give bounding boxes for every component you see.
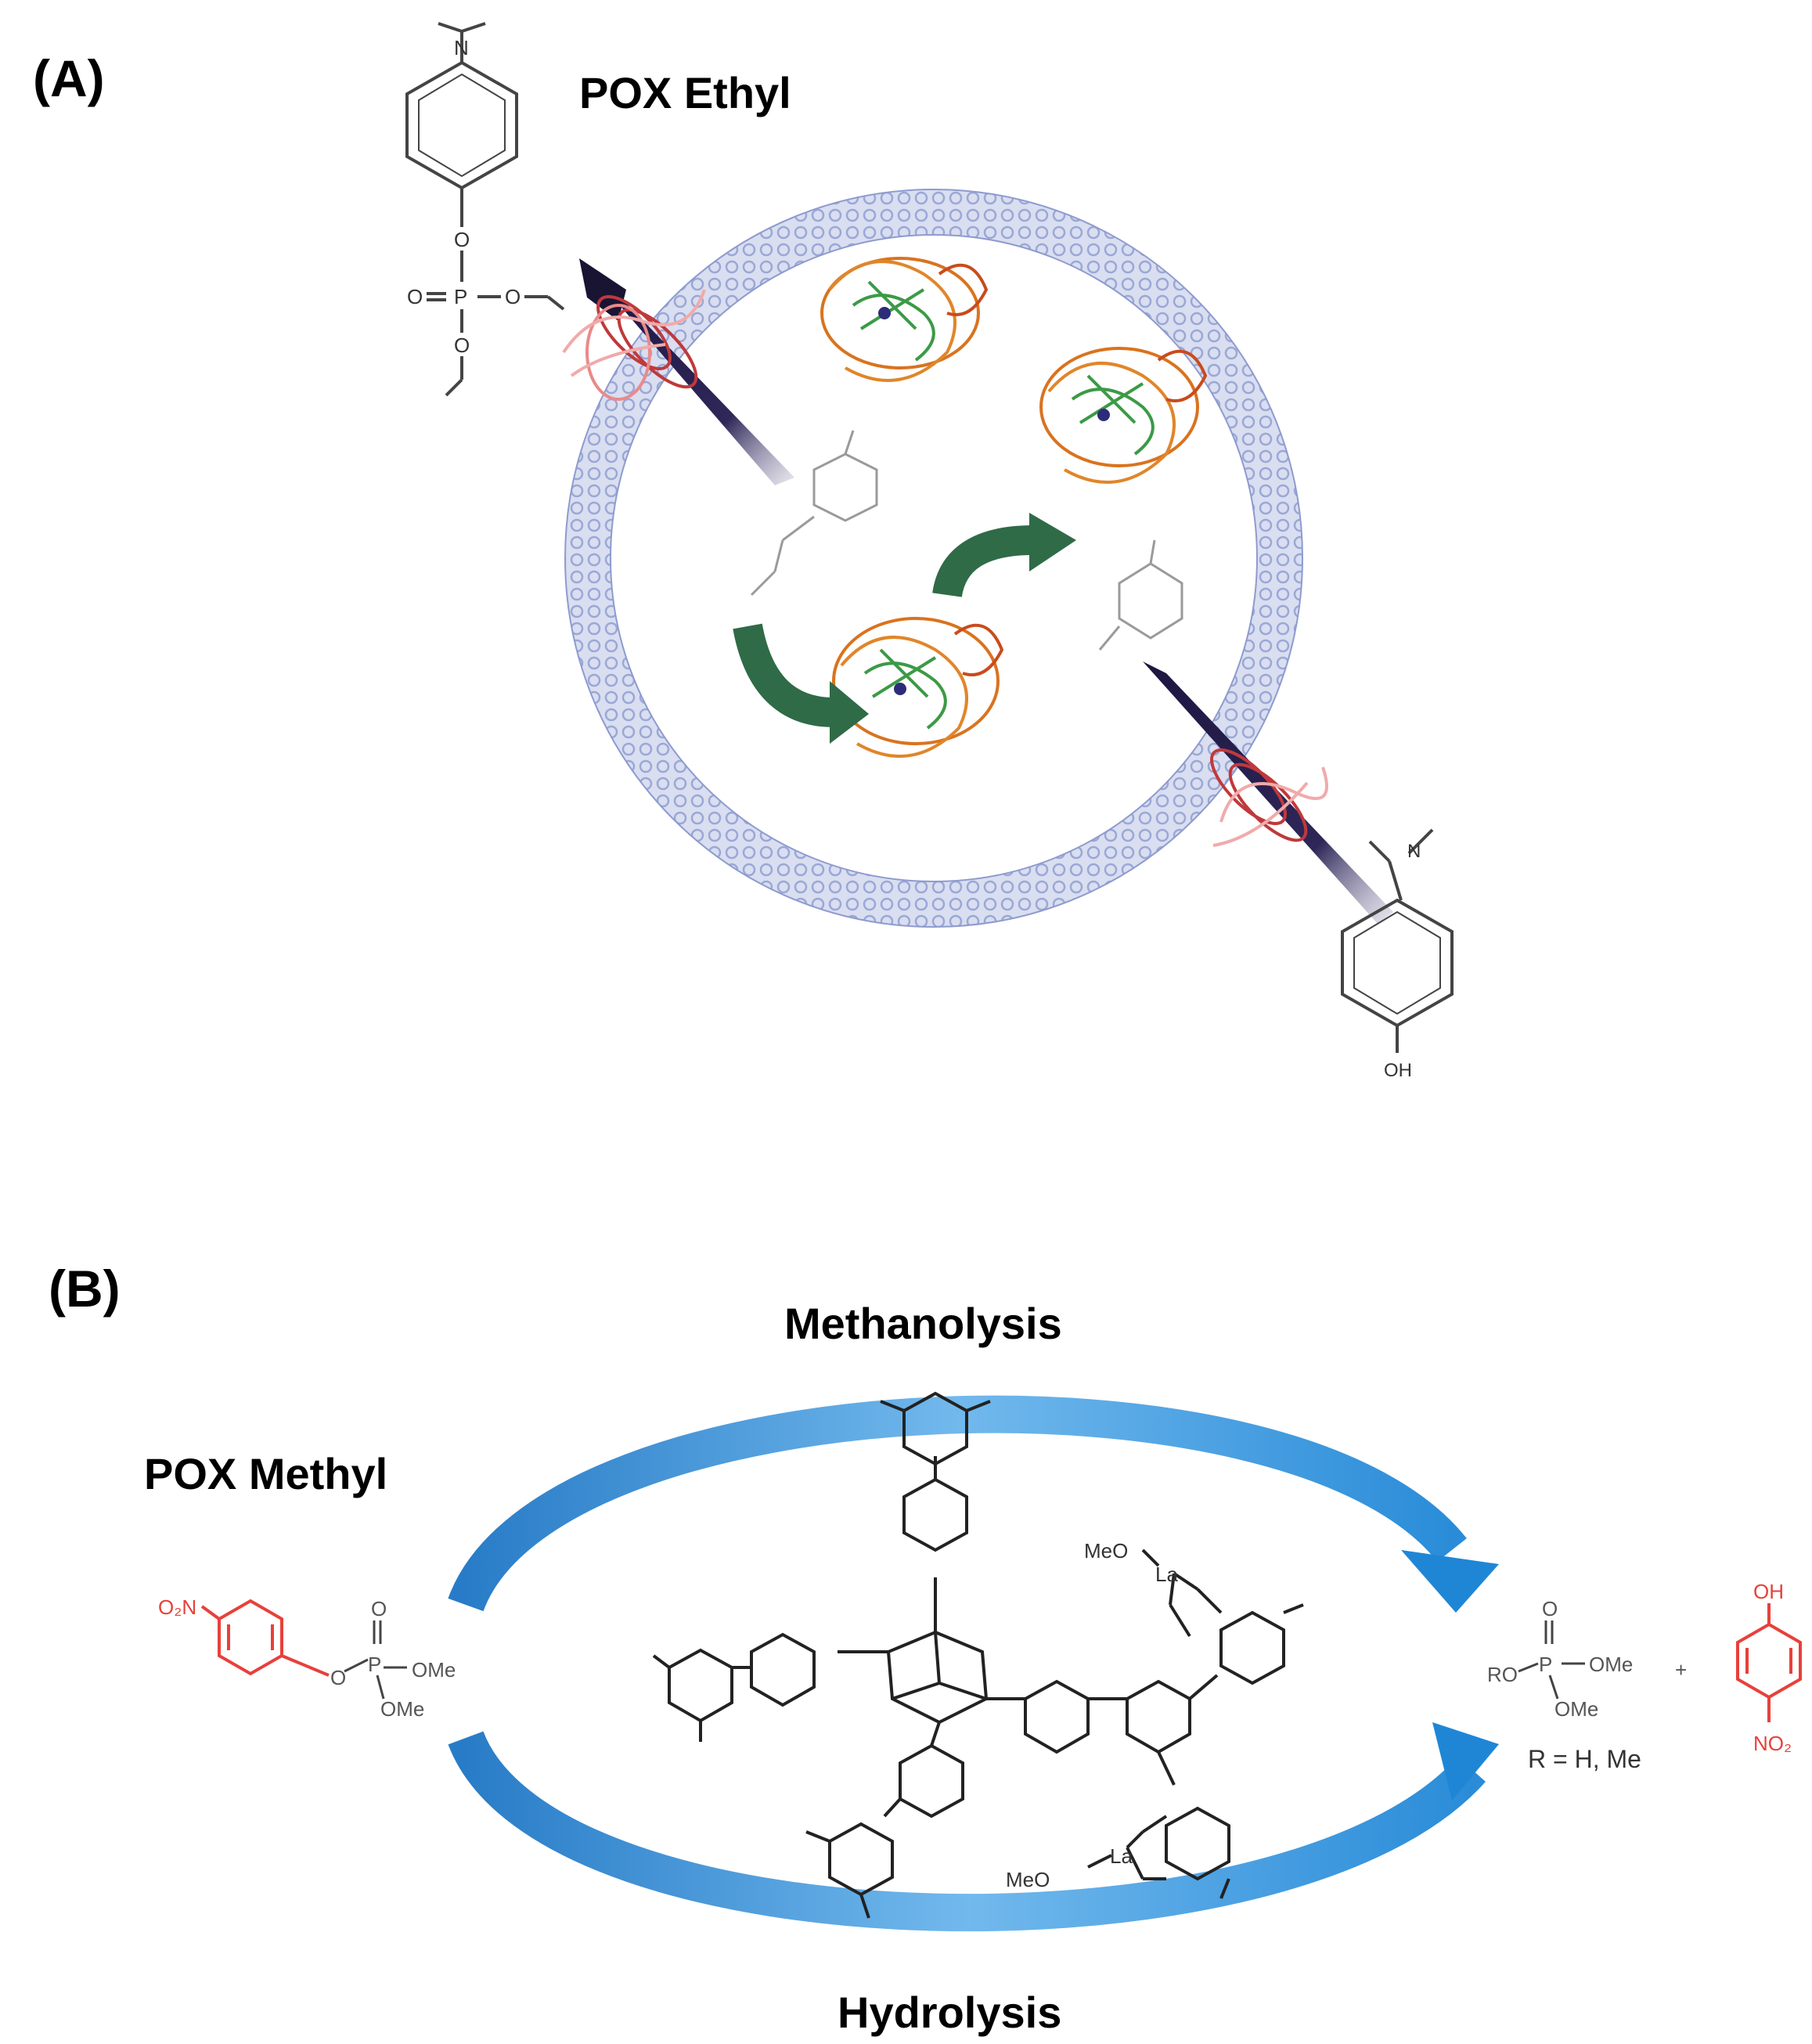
framework-meo-1: MeO	[1084, 1539, 1128, 1563]
svg-text:P: P	[1539, 1653, 1552, 1676]
svg-text:O: O	[330, 1666, 346, 1689]
svg-text:O: O	[454, 333, 470, 357]
hydrolysis-label: Hydrolysis	[838, 1988, 1062, 2037]
pox-ethyl-molecule	[405, 22, 565, 397]
upper-nanotube	[562, 258, 794, 485]
svg-text:P: P	[454, 285, 467, 308]
methanolysis-label: Methanolysis	[784, 1299, 1062, 1348]
methanolysis-arrow	[448, 1395, 1499, 1613]
panel-b-title: POX Methyl	[144, 1449, 388, 1498]
vesicle-membrane	[564, 189, 1303, 928]
svg-text:OH: OH	[1384, 1060, 1412, 1081]
nitrophenol-product	[1341, 828, 1454, 1053]
svg-text:O: O	[505, 285, 521, 308]
hydrolysis-arrow	[448, 1722, 1499, 1932]
enzyme-center	[832, 617, 1004, 758]
svg-text:O: O	[1542, 1597, 1558, 1620]
svg-text:P: P	[368, 1653, 381, 1676]
enzyme-right	[1039, 347, 1208, 484]
panel-a-title: POX Ethyl	[579, 68, 791, 117]
framework-meo-2: MeO	[1006, 1868, 1050, 1891]
panel-b-label: (B)	[49, 1260, 121, 1318]
la-framework-labels: MeO La MeO La	[1006, 1539, 1178, 1891]
phosphate-product: O P RO OMe OMe + R = H, Me	[1487, 1597, 1687, 1773]
product-ro: RO	[1487, 1663, 1518, 1686]
panel-a-label: (A)	[33, 49, 105, 107]
pox-methyl-ome-1: OMe	[412, 1658, 456, 1682]
svg-text:O: O	[454, 228, 470, 251]
svg-text:O: O	[371, 1597, 387, 1620]
framework-la-1: La	[1155, 1563, 1178, 1586]
framework-la-2: La	[1110, 1844, 1133, 1868]
lower-nanotube	[1143, 662, 1393, 924]
la-framework	[652, 1391, 1304, 1919]
nitrophenol-no2: NO₂	[1753, 1732, 1792, 1755]
svg-text:N: N	[1407, 841, 1421, 862]
green-arrow-1	[733, 623, 869, 744]
substrate-inside	[750, 430, 878, 597]
pox-methyl-ome-2: OMe	[380, 1697, 424, 1721]
svg-text:N: N	[454, 36, 469, 59]
pox-methyl-nitro: O₂N	[158, 1595, 196, 1619]
green-arrow-2	[932, 513, 1076, 598]
product-ome-2: OMe	[1554, 1697, 1598, 1721]
product-ome-1: OMe	[1589, 1653, 1633, 1676]
enzyme-top	[820, 257, 989, 382]
pox-ethyl-atoms: N O O P O O	[407, 36, 521, 357]
nitrophenol-oh: OH	[1753, 1580, 1784, 1603]
nitrophenol-atoms: N OH	[1384, 841, 1421, 1081]
r-definition: R = H, Me	[1528, 1745, 1641, 1773]
plus-sign: +	[1675, 1658, 1687, 1682]
svg-text:O: O	[407, 285, 423, 308]
product-inside	[1098, 539, 1183, 651]
nitrophenol-red: OH NO₂	[1736, 1580, 1802, 1755]
pox-methyl-molecule: O₂N O O P OMe OMe	[158, 1595, 456, 1721]
